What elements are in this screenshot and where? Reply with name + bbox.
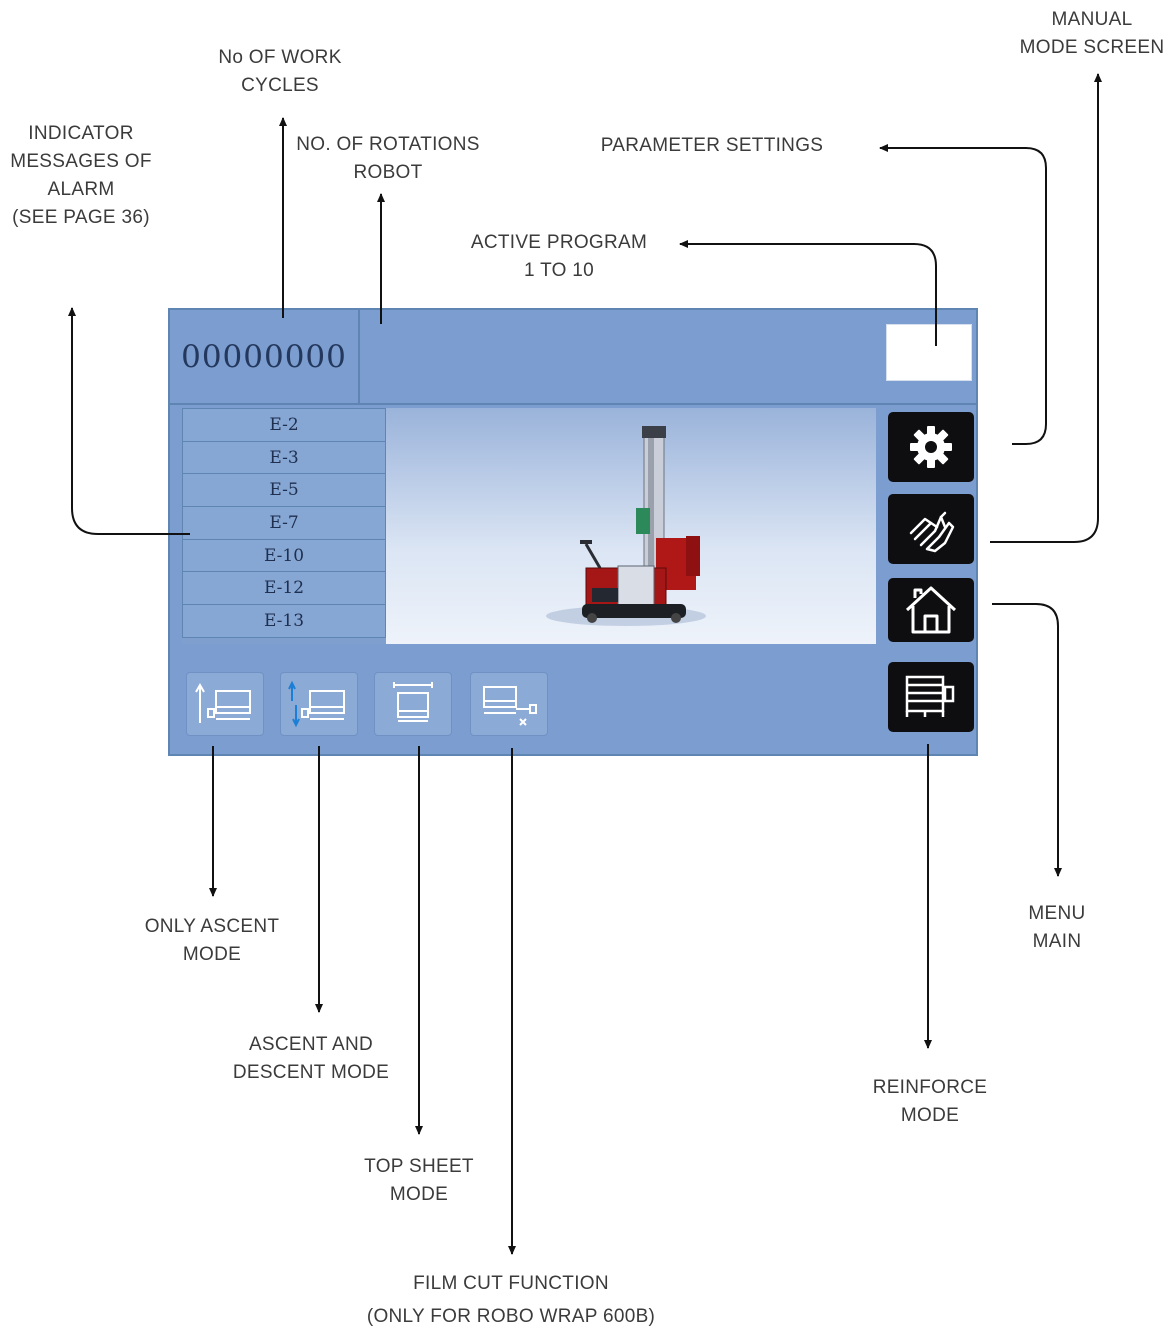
parameter-settings-button[interactable] [888, 412, 974, 482]
callout-menu-main: MENU MAIN [1028, 903, 1086, 952]
ascent-descent-icon [288, 680, 345, 728]
callout-reinforce: REINFORCE MODE [872, 1077, 988, 1126]
status-bar: 00000000 [170, 310, 976, 405]
callout-alarm: INDICATOR MESSAGES OF ALARM (SEE PAGE 36… [10, 123, 152, 228]
alarm-message: E-3 [182, 440, 386, 475]
hmi-screen: 00000000 E-2 E-3 E-5 E-7 E-10 E-12 E-13 [168, 308, 978, 756]
hand-icon [909, 511, 955, 553]
alarm-message: E-7 [182, 506, 386, 540]
robot-illustration [546, 426, 706, 626]
top-sheet-button[interactable] [374, 672, 452, 736]
only-ascent-button[interactable] [186, 672, 264, 736]
only-ascent-icon [195, 682, 251, 723]
film-cut-button[interactable] [470, 672, 548, 736]
main-menu-button[interactable] [888, 578, 974, 642]
callout-ascent-descent: ASCENT AND DESCENT MODE [232, 1034, 390, 1083]
callout-film-cut: FILM CUT FUNCTION (ONLY FOR ROBO WRAP 60… [366, 1273, 656, 1327]
top-sheet-icon [393, 682, 433, 722]
callout-work-cycles: No OF WORK CYCLES [218, 47, 342, 96]
reinforce-icon [905, 675, 955, 717]
callout-active-program: ACTIVE PROGRAM 1 TO 10 [470, 232, 648, 281]
reinforce-mode-button[interactable] [888, 662, 974, 732]
work-cycle-counter: 00000000 [170, 310, 360, 403]
manual-mode-button[interactable] [888, 494, 974, 564]
gear-icon [910, 426, 952, 468]
callout-manual-mode: MANUAL MODE SCREEN [1019, 9, 1165, 58]
callout-only-ascent: ONLY ASCENT MODE [144, 916, 280, 965]
home-icon [905, 586, 957, 634]
active-program-display [886, 324, 972, 381]
callout-rotations: NO. OF ROTATIONS ROBOT [296, 134, 480, 183]
callout-top-sheet: TOP SHEET MODE [364, 1156, 474, 1205]
ascent-descent-button[interactable] [280, 672, 358, 736]
alarm-message: E-10 [182, 538, 386, 573]
alarm-message: E-5 [182, 473, 386, 508]
robot-image [386, 408, 876, 644]
film-cut-icon [483, 686, 537, 726]
alarm-message: E-2 [182, 408, 386, 442]
alarm-message: E-13 [182, 604, 386, 638]
callout-parameter-settings: PARAMETER SETTINGS [600, 135, 824, 156]
alarm-list: E-2 E-3 E-5 E-7 E-10 E-12 E-13 [182, 408, 386, 644]
